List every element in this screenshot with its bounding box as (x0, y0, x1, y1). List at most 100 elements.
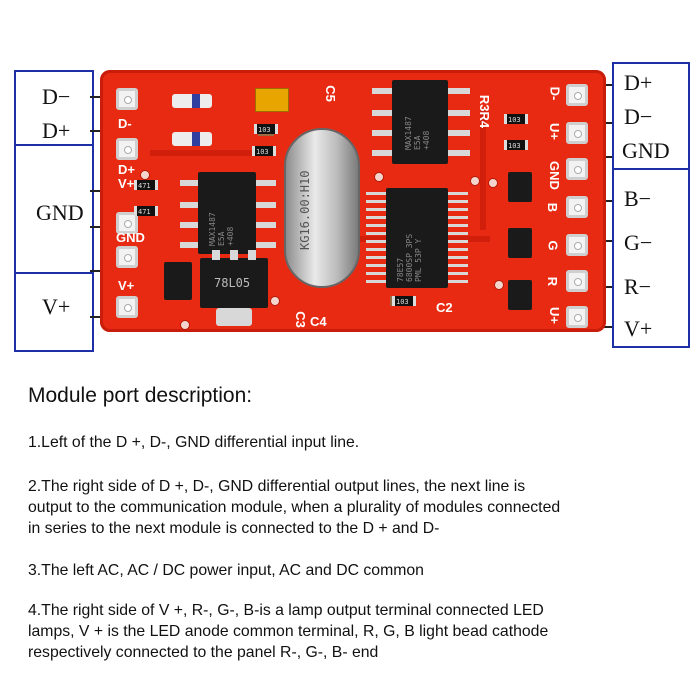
right-pad-gnd[interactable] (566, 158, 588, 180)
via (180, 320, 190, 330)
resistor-marking: 103 (508, 142, 521, 150)
silk-c4: C4 (310, 314, 327, 329)
chip-leg (180, 242, 202, 248)
silk-c2: C2 (436, 300, 453, 315)
chip-leg (446, 150, 470, 156)
resistor-marking: 103 (258, 126, 271, 134)
resistor (504, 140, 528, 150)
controller-chip (386, 188, 448, 288)
crystal-oscillator (284, 128, 360, 288)
left-pad-d-minus[interactable] (116, 88, 138, 110)
right-pad-b[interactable] (566, 196, 588, 218)
right-label-g-minus: G− (624, 230, 653, 255)
chip-leg (180, 202, 202, 208)
silk-right-u-plus: U+ (546, 123, 562, 140)
rs485-transceiver-chip-1 (392, 80, 448, 164)
silk-c5: C5 (322, 85, 338, 102)
silk-left-d-minus: D- (118, 116, 132, 131)
resistor-marking: 103 (508, 116, 521, 124)
chip-leg (372, 110, 396, 116)
silk-left-v-plus-2: V+ (118, 278, 135, 293)
via (488, 178, 498, 188)
silk-left-gnd: GND (116, 230, 145, 245)
resistor (392, 296, 416, 306)
chip-leg (180, 222, 202, 228)
via (374, 172, 384, 182)
pcb-trace (480, 110, 486, 230)
chip-marking: MAX1487 E5A +408 (208, 212, 235, 246)
resistor-marking: 103 (256, 148, 269, 156)
left-label-d-plus: D+ (42, 118, 71, 143)
silk-right-b: B (545, 202, 561, 213)
regulator-marking: 78L05 (214, 276, 251, 290)
chip-marking: MAX1487 E5A +408 (404, 116, 431, 150)
right-label-v-plus: V+ (624, 316, 653, 341)
left-box-divider (16, 272, 92, 274)
chip-leg (180, 180, 202, 186)
left-pad-gnd[interactable] (116, 212, 138, 234)
chip-leg-row (448, 192, 468, 284)
crystal-marking: KG16.00:H10 (298, 170, 312, 250)
left-pad-gnd-2[interactable] (116, 246, 138, 268)
mosfet-r (508, 280, 532, 310)
chip-leg (446, 130, 470, 136)
chip-leg (212, 250, 220, 260)
regulator-tab (216, 308, 252, 326)
silk-left-d-plus: D+ (118, 162, 135, 177)
resistor-marking: 471 (138, 208, 151, 216)
left-box-divider (16, 144, 92, 146)
chip-leg (372, 130, 396, 136)
tantalum-capacitor (255, 88, 289, 112)
right-pad-r[interactable] (566, 270, 588, 292)
mosfet-g (508, 228, 532, 258)
left-label-gnd: GND (36, 200, 84, 225)
resistor (134, 180, 158, 190)
chip-leg (446, 110, 470, 116)
mosfet-b (508, 172, 532, 202)
right-pad-d-plus[interactable] (566, 84, 588, 106)
right-box-divider (614, 168, 688, 170)
chip-leg (372, 150, 396, 156)
left-pad-v-plus[interactable] (116, 296, 138, 318)
chip-leg (248, 250, 256, 260)
via (470, 176, 480, 186)
chip-leg (446, 88, 470, 94)
chip-leg (254, 242, 276, 248)
diode-2 (172, 132, 212, 146)
right-label-d-plus: D+ (624, 70, 653, 95)
chip-marking: 78E57 6800SP 3PS PML 53P Y (396, 233, 423, 282)
resistor (252, 146, 276, 156)
resistor-marking: 471 (138, 182, 151, 190)
left-pad-d-plus[interactable] (116, 138, 138, 160)
silk-right-g: G (545, 240, 561, 251)
via (494, 280, 504, 290)
resistor (504, 114, 528, 124)
right-label-d-minus: D− (624, 104, 653, 129)
right-pad-g[interactable] (566, 234, 588, 256)
silk-right-gnd: GND (546, 161, 562, 190)
description-title: Module port description: (28, 384, 253, 407)
right-label-b-minus: B− (624, 186, 652, 211)
chip-leg (254, 202, 276, 208)
description-item-3: 3.The left AC, AC / DC power input, AC a… (28, 562, 424, 579)
chip-leg-row (366, 192, 386, 284)
rectifier-diode (164, 262, 192, 300)
right-pad-d-minus[interactable] (566, 122, 588, 144)
via (270, 296, 280, 306)
silk-right-r: R (545, 276, 561, 287)
rs485-transceiver-chip-2 (198, 172, 256, 254)
silk-c3: C3 (292, 311, 308, 328)
chip-leg (254, 222, 276, 228)
silk-left-v-plus: V+ (118, 176, 135, 191)
left-label-v-plus: V+ (42, 294, 71, 319)
silk-right-u-plus-2: U+ (546, 307, 562, 324)
chip-leg (230, 250, 238, 260)
right-pad-v-plus[interactable] (566, 306, 588, 328)
right-label-gnd: GND (622, 138, 670, 163)
silk-right-d-minus: D- (547, 86, 563, 101)
left-label-d-minus: D− (42, 84, 71, 109)
description-item-1: 1.Left of the D +, D-, GND differential … (28, 434, 360, 451)
resistor (254, 124, 278, 134)
resistor-marking: 103 (396, 298, 409, 306)
description-item-4: 4.The right side of V +, R-, G-, B-is a … (28, 602, 549, 661)
